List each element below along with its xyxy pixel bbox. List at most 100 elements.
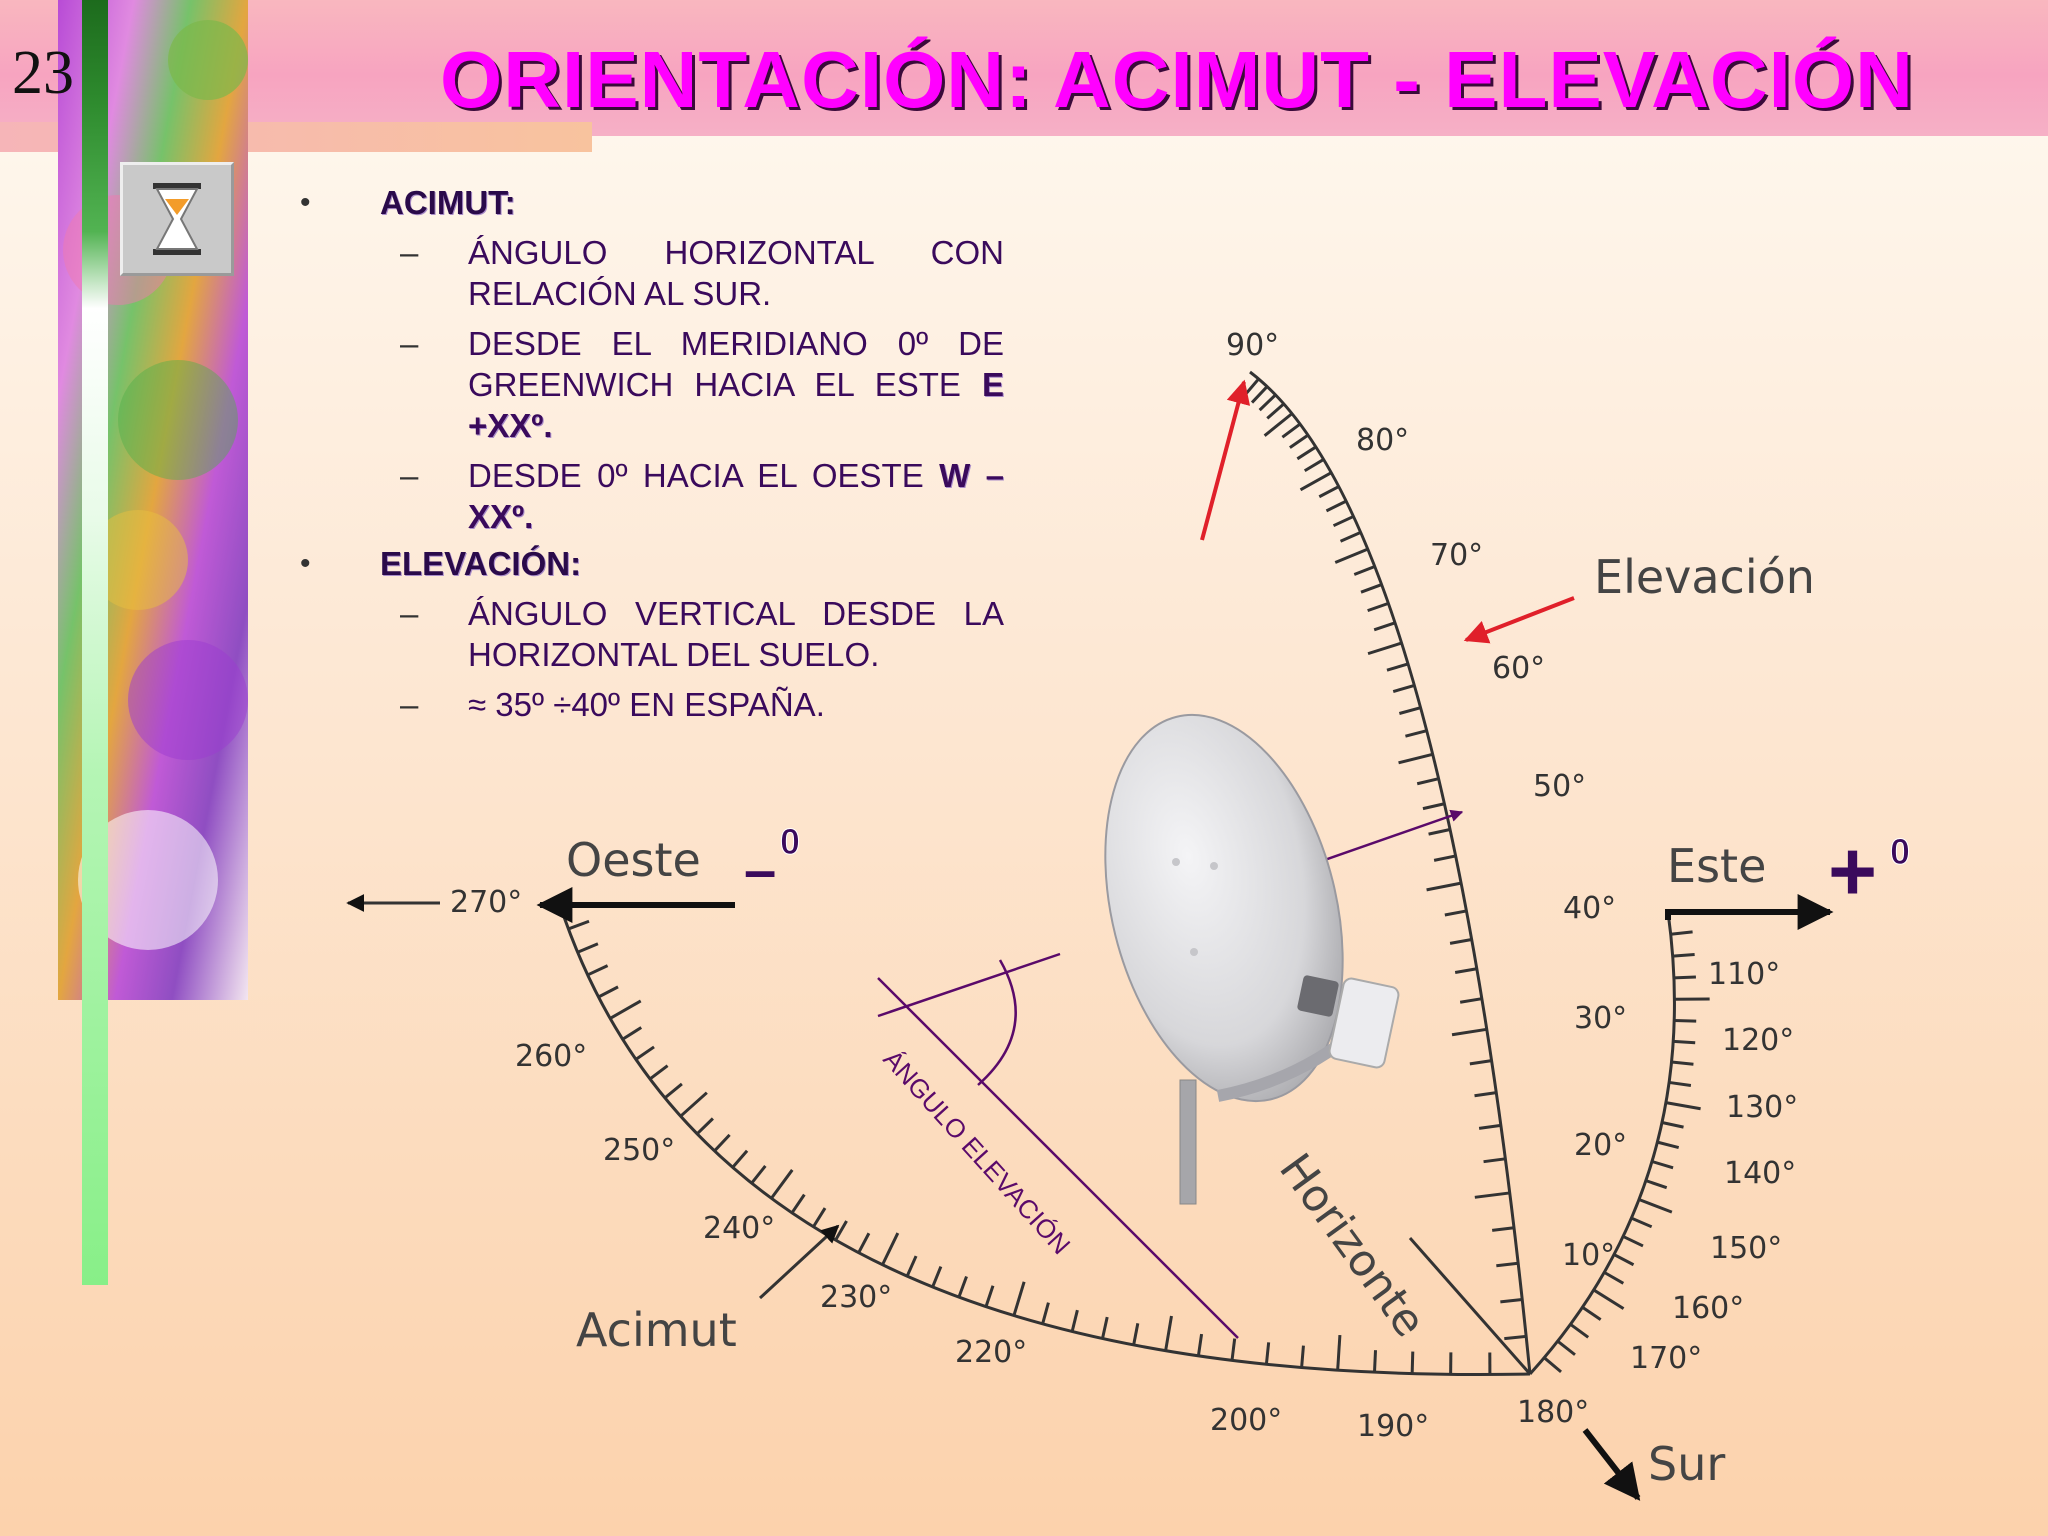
elevation-red-arrow bbox=[1463, 596, 1575, 644]
oeste-sign: – bbox=[744, 838, 776, 903]
green-vertical-bar bbox=[82, 0, 108, 1285]
slide-number: 23 bbox=[12, 39, 74, 107]
scale-tick bbox=[1638, 1198, 1673, 1214]
scale-tick bbox=[1299, 471, 1332, 492]
scale-tick bbox=[881, 1232, 900, 1266]
scale-tick bbox=[1459, 997, 1483, 1004]
scale-tick bbox=[1622, 1235, 1644, 1248]
scale-tick bbox=[1264, 1342, 1271, 1365]
este-sign: + bbox=[1828, 824, 1877, 918]
scale-tick bbox=[1483, 1157, 1506, 1164]
sur-label: Sur bbox=[1648, 1437, 1725, 1491]
azimuth-ticks bbox=[567, 919, 1710, 1375]
oeste-degree: 0 bbox=[780, 821, 800, 862]
bullet-list: • ACIMUT: – ÁNGULO HORIZONTAL CON RELACI… bbox=[300, 176, 1004, 725]
scale-tick bbox=[1398, 706, 1421, 715]
sub-bullet-text: DESDE EL MERIDIANO 0º DE GREENWICH HACIA… bbox=[468, 325, 1004, 403]
azimuth-tick-label: 230° bbox=[820, 1280, 892, 1315]
hourglass-icon[interactable] bbox=[120, 162, 234, 276]
elev-tick-label: 20° bbox=[1574, 1128, 1627, 1163]
elev-tick-label: 90° bbox=[1226, 328, 1279, 363]
scale-tick bbox=[1673, 1039, 1696, 1045]
scale-tick bbox=[812, 1207, 827, 1228]
south-arrow bbox=[1582, 1428, 1641, 1501]
scale-tick bbox=[1500, 1297, 1523, 1304]
bullet-dot: • bbox=[300, 547, 311, 580]
scale-tick bbox=[957, 1275, 968, 1298]
este-degree: 0 bbox=[1890, 831, 1910, 872]
scale-tick bbox=[1336, 1334, 1342, 1371]
scale-tick bbox=[1478, 1123, 1502, 1130]
azimuth-tick-label: 200° bbox=[1210, 1403, 1282, 1438]
scale-tick bbox=[1101, 1316, 1109, 1339]
scale-tick bbox=[1665, 1101, 1701, 1111]
scale-tick bbox=[1070, 1309, 1079, 1332]
scale-tick bbox=[1657, 1140, 1680, 1150]
sub-bullet-text: ÁNGULO VERTICAL DESDE LA HORIZONTAL DEL … bbox=[468, 595, 1004, 673]
scale-tick bbox=[1373, 621, 1396, 632]
scale-tick bbox=[1491, 1226, 1515, 1232]
scale-tick bbox=[1132, 1323, 1140, 1346]
dish-axis-line bbox=[877, 952, 1061, 1018]
scale-tick bbox=[621, 1026, 643, 1041]
scale-tick bbox=[1405, 729, 1428, 738]
scale-tick bbox=[1318, 485, 1340, 499]
ground-line bbox=[877, 977, 1239, 1339]
scale-tick bbox=[1250, 385, 1269, 404]
scale-tick bbox=[1303, 458, 1325, 473]
scale-tick bbox=[1332, 515, 1355, 528]
scale-tick bbox=[1613, 1253, 1635, 1267]
scale-tick bbox=[1543, 1356, 1563, 1374]
scale-tick bbox=[1258, 393, 1277, 412]
scale-tick bbox=[1300, 1345, 1305, 1368]
dash: – bbox=[400, 686, 419, 723]
scale-tick bbox=[577, 942, 599, 954]
scale-tick bbox=[1334, 547, 1369, 564]
scale-tick bbox=[1367, 641, 1403, 656]
bullet-heading-elevacion: ELEVACIÓN: bbox=[380, 545, 582, 582]
elev-tick-label: 80° bbox=[1356, 423, 1409, 458]
scale-tick bbox=[1474, 1091, 1497, 1098]
sub-bullet: – ÁNGULO HORIZONTAL CON RELACIÓN AL SUR. bbox=[300, 232, 1004, 314]
scale-tick bbox=[731, 1149, 749, 1169]
elev-tick-label: 70° bbox=[1430, 538, 1483, 573]
scale-tick bbox=[1661, 1121, 1684, 1129]
satellite-dish bbox=[1104, 713, 1400, 1205]
azimuth-tick-label: 120° bbox=[1722, 1023, 1794, 1058]
scale-tick bbox=[1230, 1338, 1237, 1361]
scale-tick bbox=[635, 1045, 655, 1061]
sub-bullet: – DESDE EL MERIDIANO 0º DE GREENWICH HAC… bbox=[300, 323, 1004, 446]
elevation-angle-arc bbox=[977, 959, 1017, 1086]
acimut-label: Acimut bbox=[576, 1303, 737, 1357]
elev-tick-label: 50° bbox=[1533, 769, 1586, 804]
scale-tick bbox=[1433, 854, 1456, 862]
sub-bullet-bold: E +XXº. bbox=[468, 366, 1004, 444]
azimuth-tick-label: 260° bbox=[515, 1039, 587, 1074]
bullet-heading-acimut: ACIMUT: bbox=[380, 184, 516, 221]
scale-tick bbox=[1651, 1160, 1674, 1170]
scale-tick bbox=[1398, 752, 1434, 765]
azimuth-tick-label: 130° bbox=[1726, 1090, 1798, 1125]
scale-tick bbox=[931, 1265, 943, 1288]
dash: – bbox=[400, 457, 419, 494]
azimuth-tick-label: 270° bbox=[450, 885, 522, 920]
scale-tick bbox=[567, 919, 590, 931]
scale-tick bbox=[1281, 422, 1301, 439]
scale-tick bbox=[587, 964, 609, 977]
scale-tick bbox=[1474, 1191, 1510, 1199]
scale-tick bbox=[1373, 1350, 1378, 1373]
scale-tick bbox=[1266, 402, 1285, 420]
scale-tick bbox=[1592, 1288, 1625, 1310]
sub-bullet: – ≈ 35º ÷40º EN ESPAÑA. bbox=[300, 684, 1004, 725]
scale-tick bbox=[834, 1220, 848, 1241]
scale-tick bbox=[1671, 1060, 1694, 1066]
oeste-label: Oeste bbox=[566, 833, 701, 887]
sub-bullet-text: ≈ 35º ÷40º EN ESPAÑA. bbox=[468, 686, 825, 723]
scale-tick bbox=[1504, 1334, 1527, 1341]
azimuth-tick-label: 140° bbox=[1724, 1156, 1796, 1191]
scale-tick bbox=[1451, 1027, 1488, 1037]
scale-tick bbox=[1392, 684, 1415, 693]
bullet-elevacion: • ELEVACIÓN: bbox=[300, 543, 1004, 584]
scale-tick bbox=[663, 1082, 683, 1100]
